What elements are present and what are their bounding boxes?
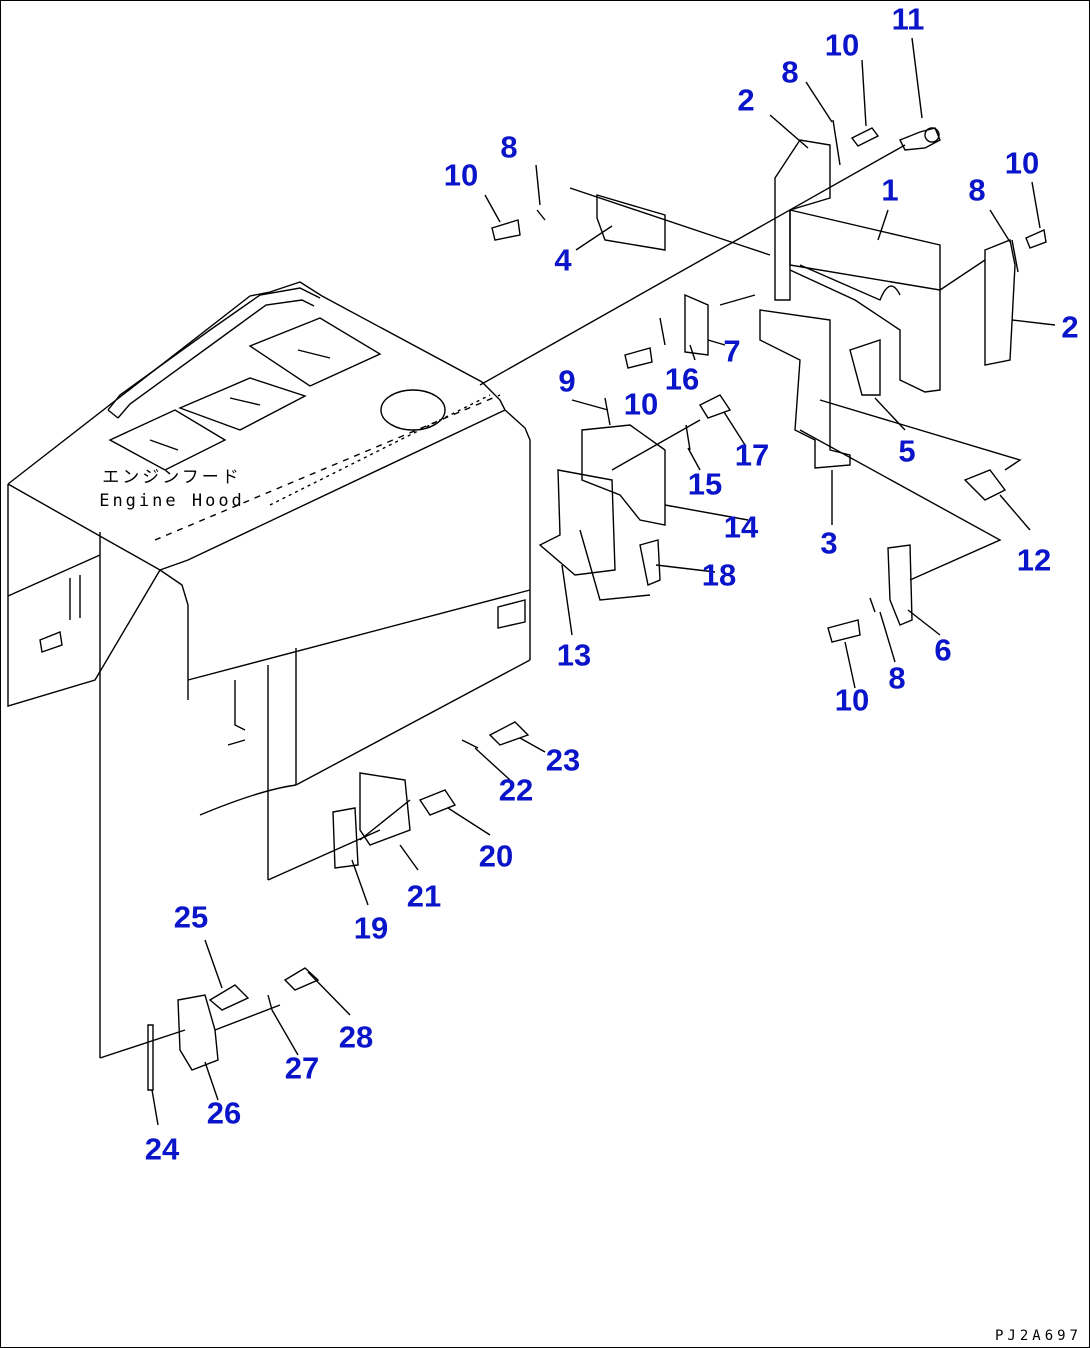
callout-25: 25 — [173, 899, 209, 935]
callout-8: 8 — [968, 172, 986, 208]
callout-8: 8 — [500, 129, 518, 165]
callout-18: 18 — [701, 557, 737, 593]
callout-2: 2 — [1061, 309, 1079, 345]
callout-19: 19 — [353, 910, 389, 946]
callout-10: 10 — [623, 386, 659, 422]
callout-27: 27 — [284, 1050, 320, 1086]
callout-28: 28 — [338, 1019, 374, 1055]
center-bracket-assembly — [147, 139, 1016, 1091]
callout-10: 10 — [1004, 145, 1040, 181]
callout-10: 10 — [824, 27, 860, 63]
callout-20: 20 — [478, 838, 514, 874]
callout-10: 10 — [443, 157, 479, 193]
callout-9: 9 — [558, 363, 576, 399]
fasteners — [208, 119, 1047, 1011]
callout-17: 17 — [734, 437, 770, 473]
callout-8: 8 — [888, 660, 906, 696]
callout-5: 5 — [898, 433, 916, 469]
engine-hood — [7, 281, 531, 816]
callout-3: 3 — [820, 525, 838, 561]
callout-26: 26 — [206, 1095, 242, 1131]
callout-14: 14 — [723, 509, 759, 545]
callout-12: 12 — [1016, 542, 1052, 578]
callout-24: 24 — [144, 1131, 180, 1167]
callout-8: 8 — [781, 54, 799, 90]
callout-4: 4 — [554, 242, 572, 278]
callout-11: 11 — [891, 1, 925, 37]
leader-lines — [99, 37, 1056, 1126]
callout-10: 10 — [834, 682, 870, 718]
callout-2: 2 — [737, 82, 755, 118]
callout-23: 23 — [545, 742, 581, 778]
callout-13: 13 — [556, 637, 592, 673]
callout-6: 6 — [934, 632, 952, 668]
callout-15: 15 — [687, 466, 723, 502]
callout-7: 7 — [723, 333, 741, 369]
callout-16: 16 — [664, 361, 700, 397]
engine-hood-label-jp: エンジンフード — [102, 467, 242, 488]
callout-1: 1 — [881, 172, 899, 208]
callout-22: 22 — [498, 772, 534, 808]
engine-hood-label-en: Engine Hood — [99, 491, 245, 511]
drawing-code: PJ2A697 — [994, 1328, 1082, 1344]
callout-21: 21 — [406, 878, 442, 914]
